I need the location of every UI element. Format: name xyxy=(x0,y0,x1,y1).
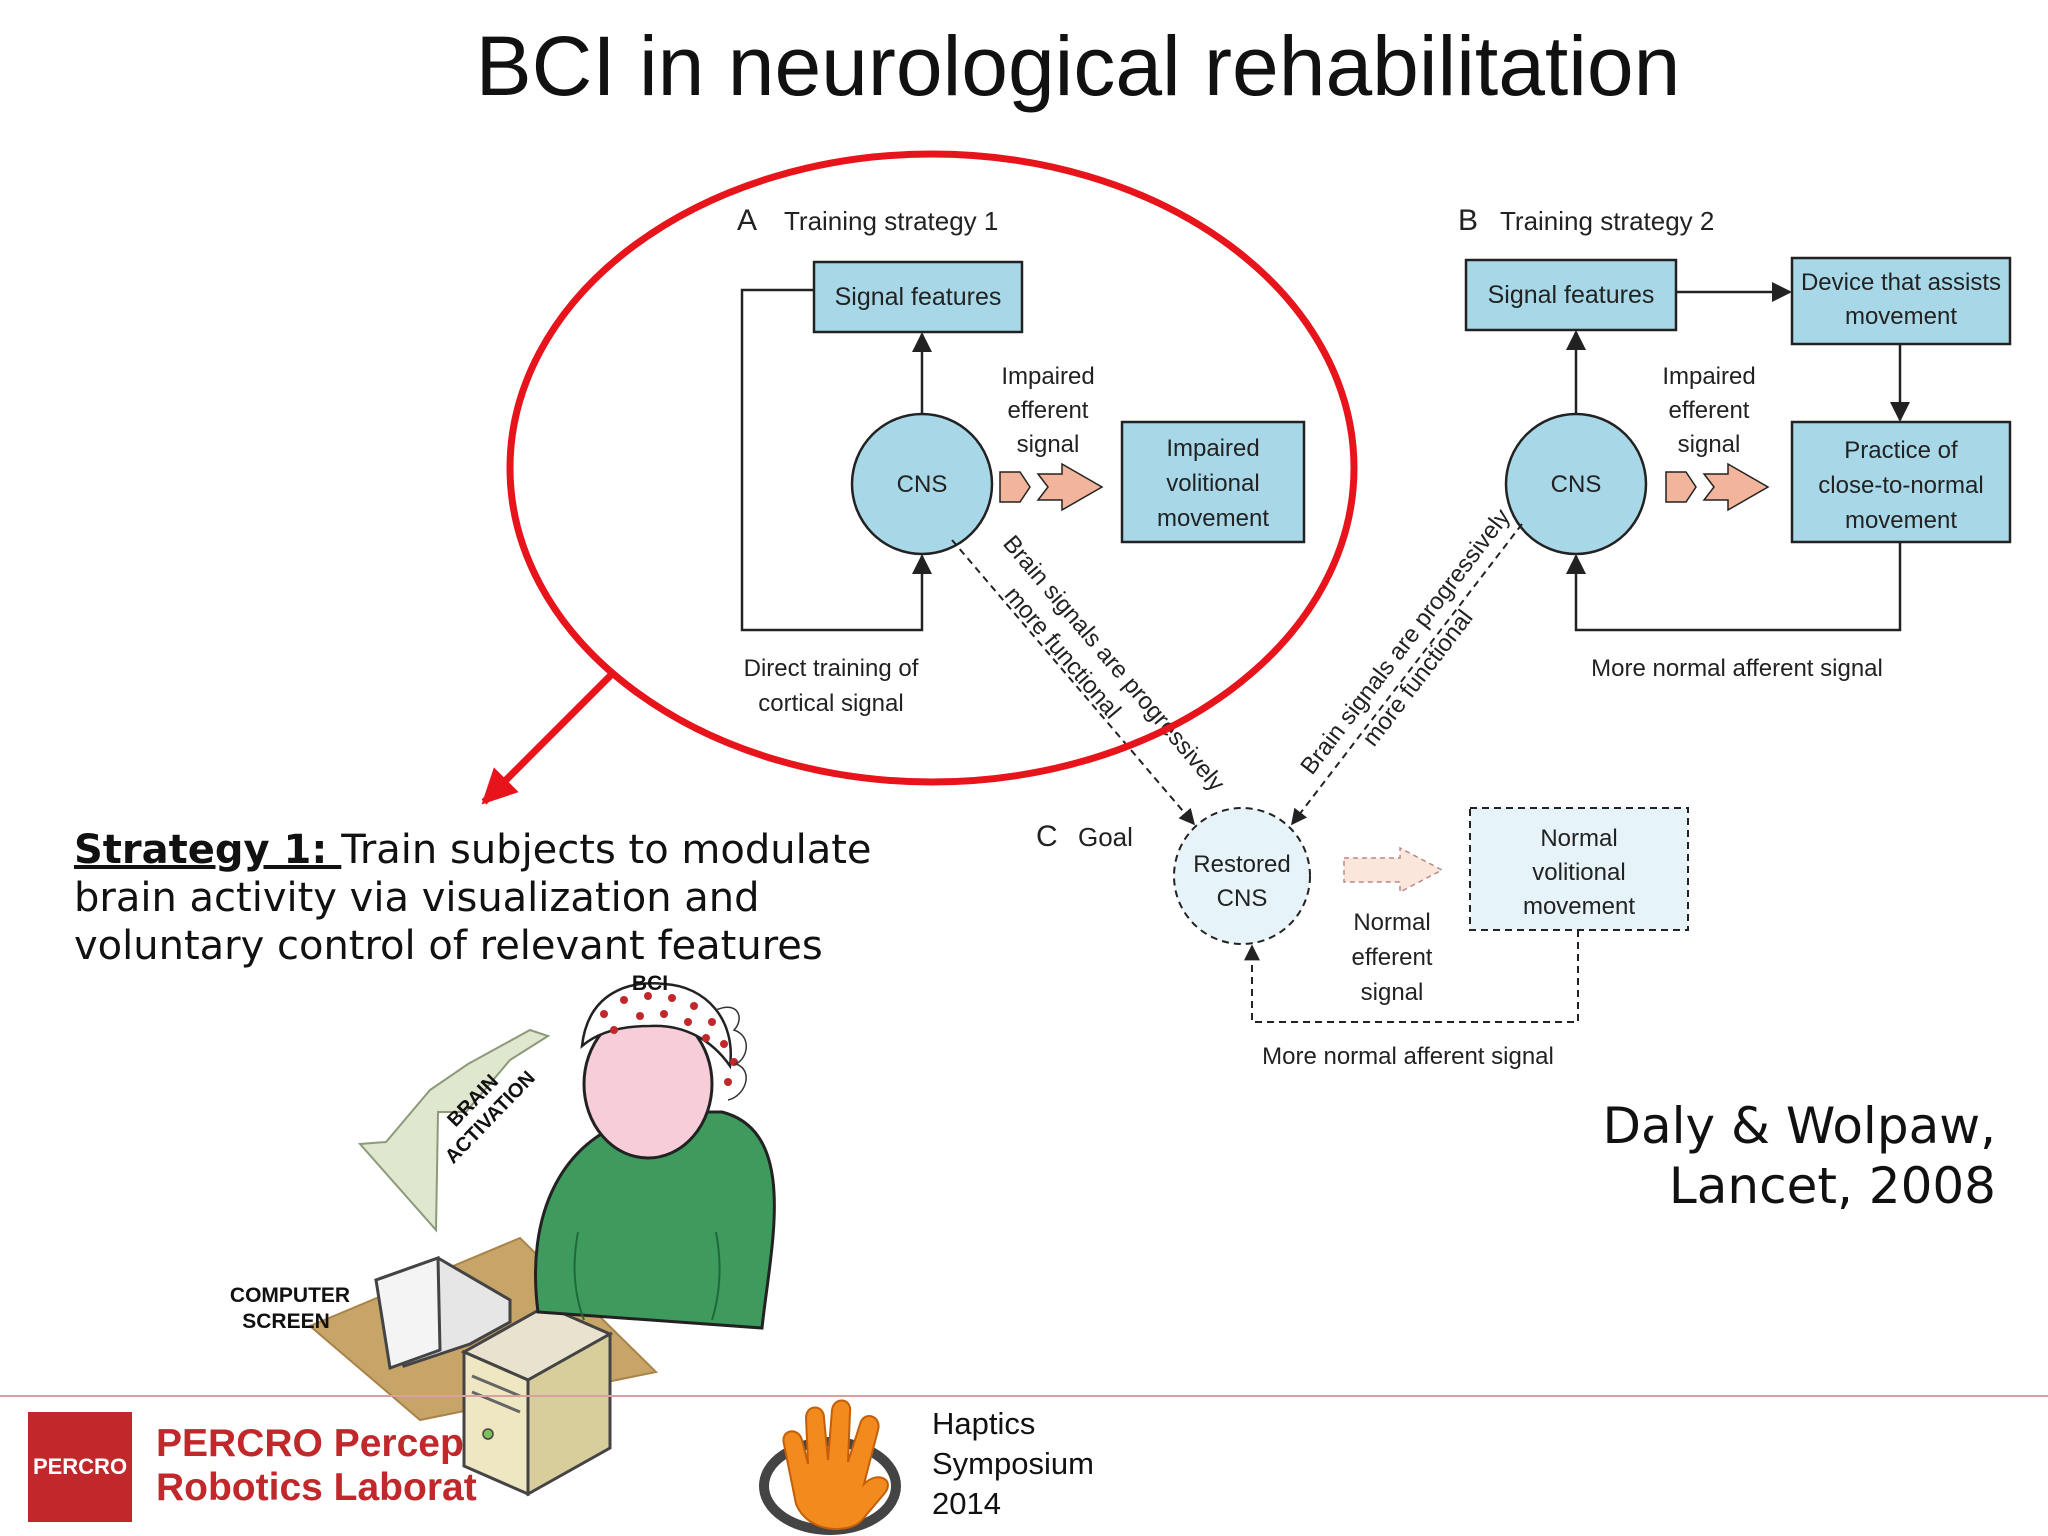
panel-a: A Training strategy 1 Signal features CN… xyxy=(737,204,1306,717)
haptics-line-1: Haptics xyxy=(932,1406,1036,1441)
panel-b-title: Training strategy 2 xyxy=(1500,206,1714,236)
panel-a-feedback-loop xyxy=(740,288,932,632)
panel-b-practice-1: Practice of xyxy=(1844,437,1958,464)
panel-c-normal-movement-box xyxy=(1469,807,1689,931)
panel-c-afferent-loop xyxy=(1244,930,1579,1023)
panel-a-impaired-signal-2: efferent xyxy=(1008,397,1089,424)
panel-a-cns-label: CNS xyxy=(897,471,948,498)
panel-c-normal-signal-arrow xyxy=(1343,846,1444,894)
computer-screen-label-1: COMPUTER xyxy=(230,1284,350,1307)
haptics-line-2: Symposium xyxy=(932,1446,1094,1481)
citation-line-1: Daly & Wolpaw, xyxy=(1602,1097,1996,1155)
panel-a-to-goal-dashed-arrow xyxy=(951,539,1196,826)
panel-a-impaired-movement-2: volitional xyxy=(1166,470,1259,497)
panel-a-signal-chevron-small xyxy=(999,471,1031,503)
haptics-line-3: 2014 xyxy=(932,1486,1001,1521)
panel-b-practice-3: movement xyxy=(1845,507,1957,534)
panel-b-impaired-signal-2: efferent xyxy=(1669,397,1750,424)
panel-c-restored-1: Restored xyxy=(1193,851,1290,878)
eeg-wires xyxy=(715,1006,747,1101)
computer-screen-label-2: SCREEN xyxy=(242,1310,330,1333)
panel-c-normal-signal-3: signal xyxy=(1361,979,1424,1006)
panel-c-normal-movement-2: volitional xyxy=(1532,859,1625,886)
panel-b-letter: B xyxy=(1458,204,1478,237)
panel-a-impaired-movement-3: movement xyxy=(1157,505,1269,532)
tower-slot-1 xyxy=(471,1374,521,1398)
panel-b-device-1: Device that assists xyxy=(1801,269,2001,296)
panel-c-title: Goal xyxy=(1078,822,1133,852)
panel-b: B Training strategy 2 Signal features De… xyxy=(1458,204,2012,682)
bci-label: BCI xyxy=(632,972,668,995)
panel-c-afferent-label: More normal afferent signal xyxy=(1262,1043,1554,1070)
panel-a-impaired-signal-3: signal xyxy=(1017,431,1080,458)
strategy-body: Train subjects to modulate brain activit… xyxy=(74,827,872,969)
brain-activation-arrow xyxy=(357,1028,551,1233)
percro-logo-box xyxy=(28,1412,132,1522)
panel-b-device-2: movement xyxy=(1845,303,1957,330)
percro-lab-name: PERCRO Percep Robotics Laborat xyxy=(156,1422,477,1510)
hand-logo xyxy=(782,1399,889,1531)
panel-b-signal-chevron-small xyxy=(1665,471,1697,503)
eeg-electrodes xyxy=(600,992,738,1086)
panel-b-afferent-loop xyxy=(1566,542,1902,632)
panel-a-impaired-movement-box xyxy=(1120,420,1306,544)
panel-b-impaired-signal-1: Impaired xyxy=(1662,363,1755,390)
panel-b-diag-label-1: Brain signals are progressively xyxy=(1295,504,1515,780)
panel-c-normal-movement-3: movement xyxy=(1523,893,1635,920)
citation-line-2: Lancet, 2008 xyxy=(1668,1157,1996,1215)
person-body-fold-left xyxy=(573,1231,585,1321)
panel-b-practice-2: close-to-normal xyxy=(1818,472,1983,499)
panel-a-title: Training strategy 1 xyxy=(784,206,998,236)
panel-c-normal-signal-2: efferent xyxy=(1352,944,1433,971)
strategy-1-highlight-arrow xyxy=(481,671,615,805)
citation: Daly & Wolpaw, Lancet, 2008 xyxy=(1602,1096,1996,1216)
percro-lab-line-2: Robotics Laborat xyxy=(156,1466,477,1509)
panel-a-impaired-signal-1: Impaired xyxy=(1001,363,1094,390)
panel-c: C Goal Restored CNS Normal efferent sign… xyxy=(1036,807,1689,1070)
slide-title: BCI in neurological rehabilitation xyxy=(475,19,1681,113)
panel-c-letter: C xyxy=(1036,820,1058,853)
panel-b-to-goal-dashed-arrow xyxy=(1291,523,1523,826)
panel-b-cns-label: CNS xyxy=(1551,471,1602,498)
panel-a-signal-features-label: Signal features xyxy=(835,283,1002,311)
percro-lab-line-1: PERCRO Percep xyxy=(156,1422,464,1465)
computer-monitor-face xyxy=(374,1255,442,1371)
panel-c-normal-signal-1: Normal xyxy=(1353,909,1430,936)
panel-c-restored-cns-node xyxy=(1173,807,1311,945)
panel-a-signal-features-box xyxy=(812,260,1024,334)
panel-b-signal-features-box xyxy=(1464,258,1678,332)
panel-a-signal-chevron-large xyxy=(1036,462,1104,512)
strategy-1-highlight-ellipse xyxy=(506,150,1358,786)
haptics-symposium-label: Haptics Symposium 2014 xyxy=(932,1404,1094,1524)
panel-b-signal-features-label: Signal features xyxy=(1488,281,1655,309)
panel-c-restored-2: CNS xyxy=(1217,885,1268,912)
panel-b-practice-box xyxy=(1790,420,2012,544)
bci-illustration: BRAIN ACTIVATION COMPUTER SCREEN xyxy=(230,972,776,1497)
strategy-heading: Strategy 1: xyxy=(74,827,342,873)
panel-a-direct-training-1: Direct training of xyxy=(744,655,919,682)
panel-a-letter: A xyxy=(737,204,757,237)
panel-b-afferent-label: More normal afferent signal xyxy=(1591,655,1883,682)
panel-b-impaired-signal-3: signal xyxy=(1678,431,1741,458)
computer-tower-side xyxy=(526,1331,612,1497)
tower-power-led xyxy=(482,1428,494,1440)
person-body-fold-right xyxy=(711,1231,721,1321)
panel-a-direct-training-2: cortical signal xyxy=(758,690,903,717)
panel-b-signal-chevron-large xyxy=(1702,462,1770,512)
panel-a-diag-label-1: Brain signals are progressively xyxy=(997,530,1229,796)
strategy-description: Strategy 1: Train subjects to modulate b… xyxy=(74,826,954,970)
panel-a-impaired-movement-1: Impaired xyxy=(1166,435,1259,462)
percro-logo: PERCRO xyxy=(28,1412,132,1522)
percro-logo-mark: PERCRO xyxy=(33,1454,127,1479)
haptics-hand-logo xyxy=(759,1399,901,1535)
panel-c-normal-movement-1: Normal xyxy=(1540,825,1617,852)
